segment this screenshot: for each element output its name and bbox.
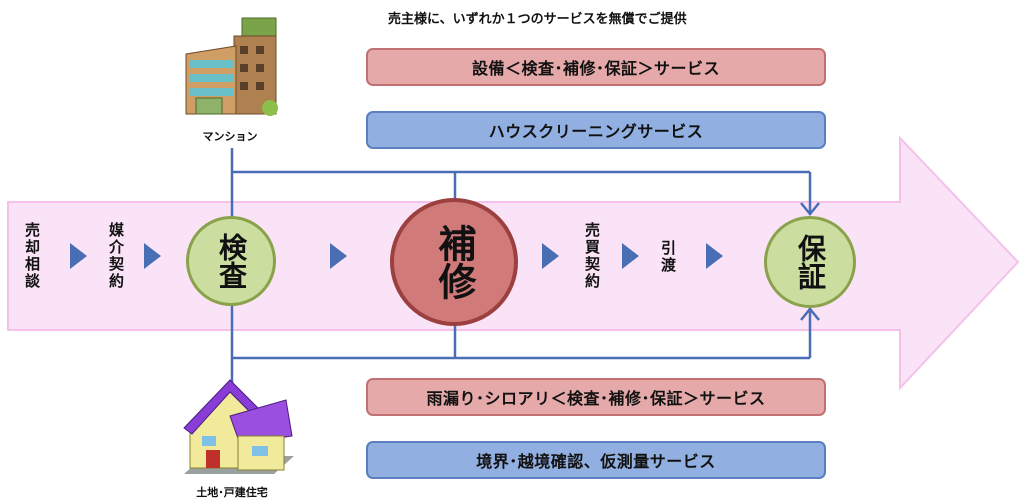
leak-termite-service-box: 雨漏り･シロアリ＜検査･補修･保証＞サービス [366, 378, 826, 416]
triangle-right-icon [330, 243, 347, 269]
repair-label: 補修 [432, 224, 476, 300]
step-handover: 引渡 [659, 240, 677, 274]
step-sale-consultation: 売却相談 [23, 222, 41, 290]
bottom-connector-lines [230, 305, 820, 385]
triangle-right-icon [706, 243, 723, 269]
house-cleaning-service-box: ハウスクリーニングサービス [366, 111, 826, 149]
mansion-label: マンション [202, 130, 258, 143]
equipment-service-box: 設備＜検査･補修･保証＞サービス [366, 48, 826, 86]
house-land-label: 土地･戸建住宅 [196, 486, 268, 499]
warranty-label: 保証 [794, 234, 827, 290]
triangle-right-icon [70, 243, 87, 269]
step-sales-contract: 売買契約 [583, 222, 601, 290]
inspection-label: 検査 [215, 233, 248, 289]
top-connector-lines [230, 148, 820, 218]
service-offer-note: 売主様に、いずれか１つのサービスを無償でご提供 [388, 12, 687, 27]
triangle-right-icon [542, 243, 559, 269]
warranty-stage-circle: 保証 [764, 216, 856, 308]
step-brokerage-contract: 媒介契約 [107, 222, 125, 290]
inspection-stage-circle: 検査 [186, 216, 276, 306]
house-icon [183, 379, 294, 474]
triangle-right-icon [622, 243, 639, 269]
apartment-building-icon [185, 17, 278, 116]
triangle-right-icon [144, 243, 161, 269]
repair-stage-circle: 補修 [390, 198, 518, 326]
boundary-survey-service-box: 境界･越境確認、仮測量サービス [366, 441, 826, 479]
